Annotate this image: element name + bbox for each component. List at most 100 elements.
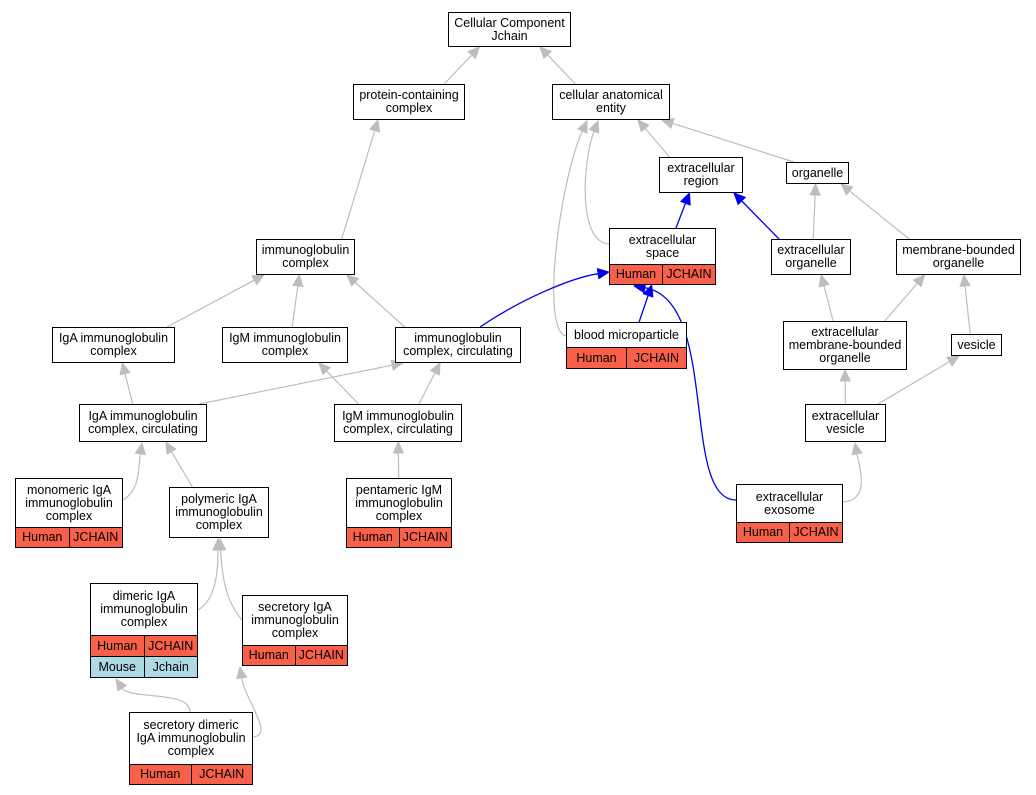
edge-organelle-to-cae [672, 122, 795, 163]
gene-cell: Jchain [143, 657, 198, 677]
edge-arrowhead [236, 665, 248, 680]
node-label: extracellular region [667, 161, 735, 188]
node-label: Cellular Component Jchain [454, 15, 565, 43]
node-polymeric-iga[interactable]: polymeric IgA immunoglobulin complex [169, 487, 269, 538]
node-label: blood microparticle [574, 327, 679, 342]
edge-arrowhead [214, 537, 227, 551]
edge-arrowhead [539, 46, 553, 60]
node-extracellular-region[interactable]: extracellular region [659, 157, 743, 193]
node-extracellular-organelle[interactable]: extracellular organelle [771, 239, 851, 275]
edge-blood-microparticle-to-cae [553, 130, 583, 337]
node-membrane-bounded[interactable]: membrane-bounded organelle [896, 239, 1021, 275]
edge-ig-circ-to-extracellular-space [479, 273, 599, 328]
edge-iga-complex-to-ig-complex [166, 279, 255, 328]
edge-secretory-dimeric-iga-to-dimeric-iga [121, 687, 191, 713]
node-ig-circ[interactable]: immunoglobulin complex, circulating [395, 327, 521, 363]
edge-protein-complex-to-root [443, 54, 473, 85]
edge-arrowhead [642, 283, 654, 298]
edge-extracellular-organelle-to-extracellular-region [741, 200, 780, 240]
species-row: Human JCHAIN [347, 527, 451, 547]
node-organelle[interactable]: organelle [786, 162, 849, 184]
edge-extracellular-region-to-cae [644, 127, 670, 158]
edge-arrowhead [959, 273, 971, 288]
node-label: dimeric IgA immunoglobulin complex [100, 589, 188, 629]
node-label: extracellular organelle [777, 243, 845, 270]
node-cae[interactable]: cellular anatomical entity [552, 84, 670, 120]
edge-iga-circ-to-ig-circ [198, 364, 393, 405]
edge-membrane-bounded-to-organelle [849, 190, 910, 240]
edge-arrowhead [576, 119, 588, 134]
gene-cell: JCHAIN [398, 528, 452, 547]
edge-secretory-dimeric-iga-to-secretory-iga [241, 677, 262, 738]
edge-arrowhead [467, 46, 481, 60]
node-igm-circ[interactable]: IgM immunoglobulin complex, circulating [334, 404, 462, 442]
node-ec-membrane-bounded[interactable]: extracellular membrane-bounded organelle [783, 321, 907, 370]
node-label: cellular anatomical entity [559, 88, 663, 115]
edge-extracellular-space-to-cae [584, 131, 610, 245]
node-label: secretory IgA immunoglobulin complex [251, 600, 339, 640]
node-label: monomeric IgA immunoglobulin complex [25, 482, 113, 523]
edge-arrowhead [588, 119, 600, 134]
node-ec-vesicle[interactable]: extracellular vesicle [805, 404, 886, 442]
edge-ec-vesicle-to-vesicle [877, 361, 950, 405]
edge-ec-membrane-bounded-to-membrane-bounded [884, 282, 918, 322]
node-label: extracellular vesicle [811, 409, 880, 436]
species-cell: Human [352, 530, 393, 544]
node-label: extracellular space [628, 232, 697, 260]
edge-arrowhead [115, 677, 128, 692]
edge-arrowhead [251, 274, 266, 286]
node-label: membrane-bounded organelle [902, 243, 1015, 270]
edge-arrowhead [318, 362, 332, 376]
node-label: secretory dimeric IgA immunoglobulin com… [136, 718, 246, 758]
edge-extracellular-organelle-to-organelle [812, 194, 816, 240]
gene-cell: JCHAIN [662, 265, 715, 284]
edge-arrowhead [946, 355, 961, 367]
node-label: pentameric IgM immunoglobulin complex [355, 482, 443, 523]
edge-dimeric-iga-to-polymeric-iga [197, 549, 219, 611]
node-root[interactable]: Cellular Component Jchain [448, 12, 571, 47]
gene-cell: JCHAIN [190, 765, 253, 784]
node-label: IgM immunoglobulin complex [229, 331, 341, 358]
species-cell: Human [248, 648, 289, 662]
node-igm-complex[interactable]: IgM immunoglobulin complex [222, 327, 348, 363]
node-label: extracellular exosome [755, 489, 824, 517]
node-label: protein-containing complex [359, 88, 459, 115]
edge-arrowhead [840, 183, 854, 196]
edge-arrowhead [637, 119, 650, 133]
edge-arrowhead [912, 274, 926, 288]
edge-igm-complex-to-ig-complex [291, 285, 299, 328]
edge-arrowhead [660, 117, 675, 129]
edge-arrowhead [429, 361, 441, 376]
edge-polymeric-iga-to-iga-circ [170, 451, 193, 488]
edge-arrowhead [679, 191, 691, 206]
edge-arrowhead [134, 441, 147, 456]
edge-arrowhead [851, 441, 863, 456]
node-vesicle[interactable]: vesicle [951, 334, 1002, 356]
edge-cae-to-root [547, 54, 576, 85]
edge-arrowhead [346, 274, 360, 287]
node-iga-circ[interactable]: IgA immunoglobulin complex, circulating [79, 404, 207, 442]
node-protein-complex[interactable]: protein-containing complex [353, 84, 465, 120]
node-label: extracellular membrane-bounded organelle [788, 325, 902, 365]
node-secretory-dimeric-iga[interactable]: secretory dimeric IgA immunoglobulin com… [129, 712, 253, 785]
edge-arrowhead [818, 273, 830, 288]
edge-ec-exosome-to-extracellular-space [644, 287, 737, 501]
edge-arrowhead [119, 361, 131, 376]
edge-monomeric-iga-to-iga-circ [122, 453, 141, 501]
node-iga-complex[interactable]: IgA immunoglobulin complex [52, 327, 175, 363]
node-ig-complex[interactable]: immunoglobulin complex [256, 239, 355, 275]
edge-secretory-iga-to-polymeric-iga [220, 549, 243, 621]
